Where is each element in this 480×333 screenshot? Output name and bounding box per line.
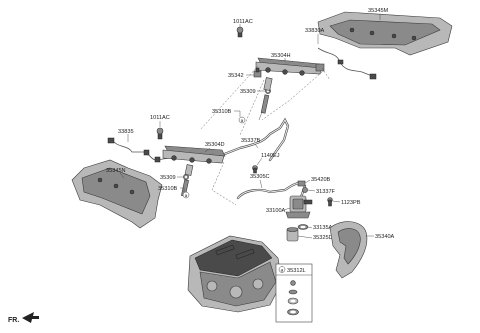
callout-a-bottom — [182, 191, 190, 199]
label-35312L: 35312L — [287, 268, 306, 274]
callout-a-box-text: a — [281, 268, 284, 273]
wiring-harness-top[interactable] — [317, 47, 377, 80]
label-33100A: 33100A — [266, 208, 286, 214]
label-35309-bottom: 35309 — [160, 175, 176, 181]
engine-cover-right[interactable] — [317, 11, 453, 56]
label-35310B-top: 35310B — [212, 109, 232, 115]
front-direction-label: FR. — [8, 317, 19, 324]
label-35325D: 35325D — [313, 235, 333, 241]
label-35345M: 35345M — [368, 8, 389, 14]
label-33135A: 33135A — [313, 225, 333, 231]
fuel-rail-top[interactable] — [255, 57, 325, 76]
label-1123PB: 1123PB — [341, 200, 361, 206]
seal-kit-box[interactable] — [275, 263, 313, 323]
label-35304H: 35304H — [271, 53, 291, 59]
injector-top[interactable] — [258, 77, 273, 121]
fuel-rail-left[interactable] — [162, 145, 226, 164]
bolt-top[interactable] — [236, 26, 244, 38]
label-35420B: 35420B — [311, 177, 331, 183]
label-1011AC-top: 1011AC — [233, 19, 253, 25]
label-1011AC-left: 1011AC — [150, 115, 170, 121]
wiring-harness-left[interactable] — [107, 137, 171, 163]
callout-a-bottom-text: a — [185, 194, 188, 199]
pump-cover[interactable] — [329, 221, 368, 279]
label-35305C: 35305C — [250, 174, 270, 180]
label-33835: 33835 — [118, 129, 134, 135]
label-31337F: 31337F — [316, 189, 336, 195]
label-35304D: 35304D — [205, 142, 225, 148]
pump-bolt[interactable] — [327, 197, 333, 207]
engine-cover-left[interactable] — [71, 159, 163, 229]
callout-a-top-text: a — [241, 119, 244, 124]
high-pressure-fuel-pump[interactable] — [285, 195, 313, 219]
pump-o-ring[interactable] — [297, 224, 309, 230]
clamp-bolt[interactable] — [252, 165, 258, 174]
pump-tappet[interactable] — [286, 227, 299, 242]
engine-assembly[interactable] — [187, 235, 283, 313]
label-35310B-bottom: 35310B — [158, 186, 178, 192]
label-35340A: 35340A — [375, 234, 395, 240]
pipe-clip[interactable] — [297, 180, 306, 187]
fuel-pipe-top[interactable] — [220, 117, 290, 162]
label-33830A: 33830A — [305, 28, 325, 34]
fuel-pressure-sensor[interactable] — [253, 67, 262, 78]
front-arrow-icon — [22, 312, 39, 323]
label-35337B: 35337B — [241, 138, 261, 144]
bolt-left[interactable] — [156, 127, 164, 140]
callout-a-top — [238, 116, 246, 124]
callout-a-box — [278, 266, 286, 273]
label-1140EJ: 1140EJ — [261, 153, 280, 159]
seal-ring-bottom[interactable] — [183, 174, 189, 180]
label-35342: 35342 — [228, 73, 244, 79]
label-35345N: 35345N — [106, 168, 126, 174]
hose-clamp[interactable] — [302, 187, 308, 193]
injector-bottom[interactable] — [181, 164, 194, 197]
label-35309-top: 35309 — [240, 89, 256, 95]
